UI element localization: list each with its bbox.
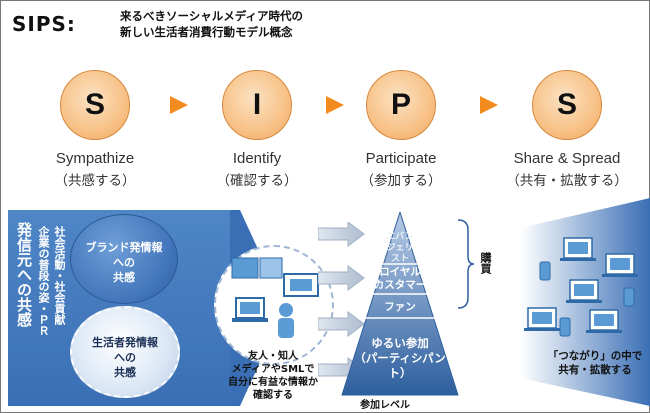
model-subtitle: 来るべきソーシャルメディア時代の 新しい生活者消費行動モデル概念 (120, 9, 303, 39)
arrow-right-icon (170, 96, 188, 114)
step-circle-s2: S (532, 70, 602, 140)
step-circle-s1: S (60, 70, 130, 140)
step-label-jp: （共感する） (54, 173, 136, 189)
participation-level-label: 参加レベル (360, 400, 410, 411)
identify-caption: 友人・知人 メディアやSMLで 自分に有益な情報か 確認する (228, 351, 318, 401)
sender-main-label: 発信元への共感 (15, 222, 33, 327)
step-label-jp: （共有・拡散する） (506, 173, 628, 189)
flow-arrows (318, 222, 365, 383)
pyramid-level-participant: ゆるい参加（パーティシパント） (354, 336, 446, 380)
arrow-right-icon (480, 96, 498, 114)
purchase-label: 購買 (479, 252, 492, 274)
brand-bubble (70, 214, 178, 304)
step-label-jp: （参加する） (360, 173, 442, 189)
purchase-bracket (457, 219, 475, 309)
sender-sub-label-2: 社会活動・社会貢献 (53, 226, 66, 325)
step-label-en: Sympathize (55, 150, 135, 167)
share-caption: 「つながり」の中で 共有・拡散する (547, 350, 643, 376)
step-circle-p: P (366, 70, 436, 140)
step-label-en: Participate (365, 150, 437, 167)
pyramid-level-loyal: ロイヤルカスタマー (373, 266, 427, 291)
sender-sub-label-1: 企業の普段の姿・ＰＲ (37, 226, 50, 336)
consumer-bubble (70, 306, 180, 398)
brand-bubble-text: ブランド発情報への共感 (85, 241, 163, 284)
step-label-en: Share & Spread (513, 150, 621, 167)
participation-pyramid (341, 212, 459, 396)
model-title: SIPS: (12, 12, 76, 36)
consumer-bubble-text: 生活者発情報への共感 (92, 336, 158, 379)
arrow-right-icon (326, 96, 344, 114)
media-devices-icon (231, 257, 319, 338)
identify-circle (214, 245, 334, 365)
step-label-jp: （確認する） (216, 173, 298, 189)
step-label-en: Identify (232, 150, 282, 167)
pyramid-level-fan: ファン (384, 301, 416, 313)
share-network-panel (520, 198, 650, 406)
pyramid-level-evangelist: エバンジェリスト (386, 232, 414, 264)
step-circle-i: I (222, 70, 292, 140)
